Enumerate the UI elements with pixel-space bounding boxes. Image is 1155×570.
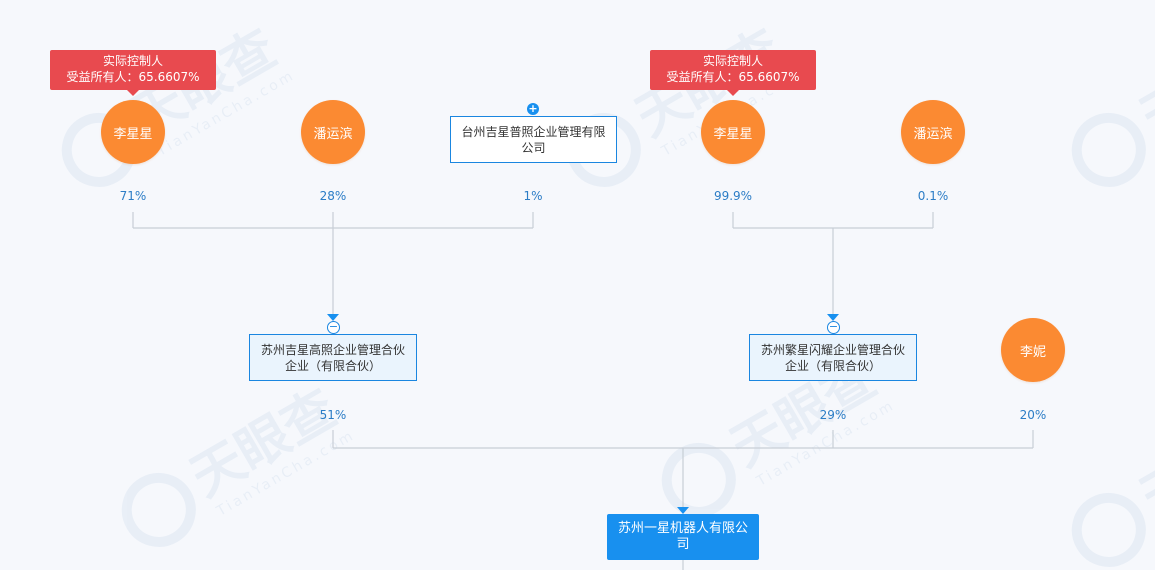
share-percentage: 71% bbox=[119, 189, 147, 203]
controller-tag-right: 实际控制人 受益所有人：65.6607% bbox=[650, 50, 816, 90]
company-name: 苏州繁星闪耀企业管理合伙 企业（有限合伙） bbox=[761, 342, 905, 374]
tag-pointer bbox=[727, 90, 739, 96]
watermark-logo-icon bbox=[1071, 492, 1146, 567]
watermark-logo-icon bbox=[1071, 112, 1146, 187]
share-percentage: 99.9% bbox=[713, 189, 753, 203]
target-company[interactable]: 苏州一星机器人有限公司 bbox=[607, 514, 759, 560]
person-name: 李妮 bbox=[1019, 344, 1046, 360]
company-name-line: 苏州吉星高照企业管理合伙 bbox=[260, 342, 405, 357]
share-percentage: 20% bbox=[1019, 408, 1047, 422]
watermark-text: 天眼查 bbox=[181, 379, 346, 509]
company-name-line: 苏州繁星闪耀企业管理合伙 bbox=[760, 342, 905, 357]
controller-tag-left: 实际控制人 受益所有人：65.6607% bbox=[50, 50, 216, 90]
company-name-line: 企业（有限合伙） bbox=[784, 358, 881, 373]
company-name: 苏州吉星高照企业管理合伙 企业（有限合伙） bbox=[261, 342, 405, 374]
share-percentage: 29% bbox=[819, 408, 847, 422]
company-name: 苏州一星机器人有限公司 bbox=[617, 521, 748, 552]
arrow-down-icon bbox=[827, 314, 839, 321]
shareholder-li-ni[interactable]: 李妮 bbox=[1001, 318, 1065, 382]
shareholder-suzhou-jixing-gaozhao[interactable]: 苏州吉星高照企业管理合伙 企业（有限合伙） bbox=[249, 334, 417, 381]
watermark-subtext: TianYanCha.com bbox=[213, 427, 358, 520]
person-name: 李星星 bbox=[713, 126, 753, 142]
share-percentage: 28% bbox=[319, 189, 347, 203]
watermark-text: 天眼查 bbox=[1131, 399, 1155, 529]
arrow-down-icon bbox=[677, 507, 689, 514]
tag-title: 实际控制人 bbox=[102, 54, 163, 68]
share-percentage: 51% bbox=[319, 408, 347, 422]
shareholder-li-xingxing-2[interactable]: 李星星 bbox=[701, 100, 765, 164]
shareholder-taizhou-jixing[interactable]: 台州吉星普照企业管理有限 公司 bbox=[450, 116, 617, 163]
tag-pointer bbox=[127, 90, 139, 96]
share-percentage: 1% bbox=[523, 189, 543, 203]
arrow-down-icon bbox=[327, 314, 339, 321]
shareholder-li-xingxing-1[interactable]: 李星星 bbox=[101, 100, 165, 164]
tag-title: 实际控制人 bbox=[702, 54, 763, 68]
watermark-logo-icon bbox=[661, 442, 736, 517]
collapse-button[interactable]: − bbox=[827, 320, 840, 334]
company-name-line: 企业（有限合伙） bbox=[284, 358, 381, 373]
person-name: 潘运滨 bbox=[313, 126, 353, 142]
collapse-button[interactable]: − bbox=[327, 320, 340, 334]
tag-beneficiary: 受益所有人：65.6607% bbox=[66, 70, 200, 84]
share-percentage: 0.1% bbox=[917, 189, 949, 203]
company-name-line: 公司 bbox=[521, 140, 546, 155]
watermark-logo-icon bbox=[121, 472, 196, 547]
expand-button[interactable]: + bbox=[527, 102, 539, 115]
person-name: 李星星 bbox=[113, 126, 153, 142]
watermark-text: 天眼查 bbox=[1131, 19, 1155, 149]
shareholder-suzhou-fanxing-shanyao[interactable]: 苏州繁星闪耀企业管理合伙 企业（有限合伙） bbox=[749, 334, 917, 381]
company-name: 台州吉星普照企业管理有限 公司 bbox=[461, 124, 605, 156]
shareholder-pan-yunbin-1[interactable]: 潘运滨 bbox=[301, 100, 365, 164]
tag-beneficiary: 受益所有人：65.6607% bbox=[666, 70, 800, 84]
company-name-line: 台州吉星普照企业管理有限 bbox=[461, 124, 606, 139]
person-name: 潘运滨 bbox=[913, 126, 953, 142]
shareholder-pan-yunbin-2[interactable]: 潘运滨 bbox=[901, 100, 965, 164]
